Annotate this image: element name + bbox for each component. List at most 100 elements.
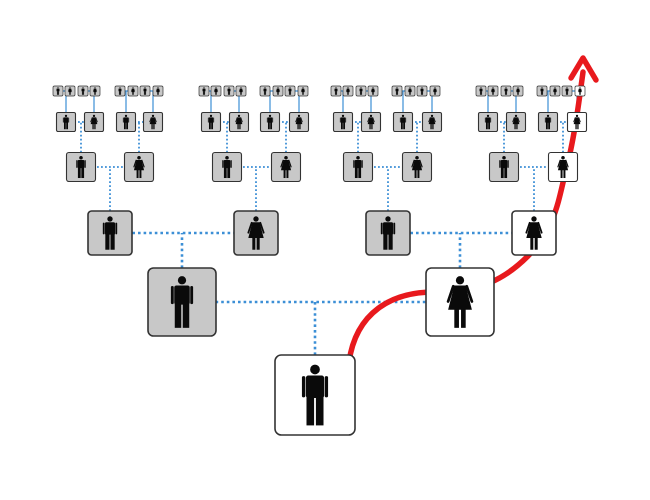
- ancestor-box: [87, 210, 133, 256]
- female-person-icon: [301, 87, 305, 95]
- ancestor-box: [488, 151, 520, 183]
- ancestor-box: [272, 85, 284, 97]
- female-person-icon: [214, 87, 218, 95]
- ancestor-box: [365, 210, 411, 256]
- ancestor-box: [536, 85, 548, 97]
- female-person-icon: [512, 114, 520, 130]
- ancestor-box: [487, 85, 499, 97]
- ancestor-box: [65, 151, 97, 183]
- lineage-ancestor-box: [574, 85, 586, 97]
- ancestor-box: [114, 85, 126, 97]
- female-person-icon: [525, 216, 543, 250]
- female-person-icon: [411, 155, 423, 179]
- ancestor-boxes: [52, 85, 588, 436]
- female-person-icon: [239, 87, 243, 95]
- male-person-icon: [222, 155, 232, 179]
- ancestor-box: [512, 85, 524, 97]
- ancestor-box: [270, 151, 302, 183]
- ancestor-box: [549, 85, 561, 97]
- ancestor-box: [284, 85, 296, 97]
- ancestor-box: [228, 111, 250, 133]
- female-person-icon: [433, 87, 437, 95]
- male-person-icon: [544, 114, 552, 130]
- ancestor-box: [152, 85, 164, 97]
- female-person-icon: [280, 155, 292, 179]
- female-person-icon: [516, 87, 520, 95]
- lineage-ancestor-box: [511, 210, 557, 256]
- female-person-icon: [408, 87, 412, 95]
- male-person-icon: [399, 114, 407, 130]
- female-person-icon: [428, 114, 436, 130]
- ancestor-box: [198, 85, 210, 97]
- male-person-icon: [266, 114, 274, 130]
- female-person-icon: [367, 114, 375, 130]
- male-person-icon: [479, 87, 483, 95]
- ancestor-box: [89, 85, 101, 97]
- male-person-icon: [380, 216, 396, 250]
- ancestor-box: [561, 85, 573, 97]
- ancestor-box: [401, 151, 433, 183]
- ancestor-box: [235, 85, 247, 97]
- lineage-arrow: [346, 55, 599, 365]
- connector-lines: [58, 90, 580, 355]
- ancestor-box: [342, 85, 354, 97]
- male-person-icon: [202, 87, 206, 95]
- female-person-icon: [156, 87, 160, 95]
- connector-line: [388, 231, 534, 268]
- male-person-icon: [359, 87, 363, 95]
- male-person-icon: [334, 87, 338, 95]
- ancestor-box: [259, 85, 271, 97]
- connector-line: [182, 300, 460, 355]
- female-person-icon: [235, 114, 243, 130]
- female-person-icon: [68, 87, 72, 95]
- ancestor-box: [288, 111, 310, 133]
- female-person-icon: [491, 87, 495, 95]
- ancestor-box: [259, 111, 281, 133]
- connector-line: [110, 231, 256, 268]
- ancestor-box: [147, 267, 217, 337]
- ancestor-box: [210, 85, 222, 97]
- lineage-ancestor-box: [566, 111, 588, 133]
- ancestor-box: [142, 111, 164, 133]
- male-person-icon: [301, 364, 329, 426]
- male-person-icon: [395, 87, 399, 95]
- lineage-arrow-path: [346, 69, 586, 365]
- male-person-icon: [143, 87, 147, 95]
- female-person-icon: [578, 87, 582, 95]
- male-person-icon: [62, 114, 70, 130]
- ancestor-box: [77, 85, 89, 97]
- ancestor-box: [233, 210, 279, 256]
- female-person-icon: [90, 114, 98, 130]
- ancestor-box: [404, 85, 416, 97]
- ancestor-box: [360, 111, 382, 133]
- ancestor-box: [115, 111, 137, 133]
- male-person-icon: [122, 114, 130, 130]
- ancestor-box: [200, 111, 222, 133]
- ancestor-box: [297, 85, 309, 97]
- male-person-icon: [353, 155, 363, 179]
- lineage-ancestor-box: [547, 151, 579, 183]
- ancestor-box: [421, 111, 443, 133]
- ancestor-box: [537, 111, 559, 133]
- male-person-icon: [118, 87, 122, 95]
- ancestor-box: [211, 151, 243, 183]
- ancestor-box: [332, 111, 354, 133]
- lineage-ancestor-box: [425, 267, 495, 337]
- arrow-head-icon: [568, 55, 599, 83]
- male-person-icon: [499, 155, 509, 179]
- male-person-icon: [339, 114, 347, 130]
- male-person-icon: [207, 114, 215, 130]
- male-person-icon: [420, 87, 424, 95]
- lineage-ancestor-box: [274, 354, 356, 436]
- female-person-icon: [93, 87, 97, 95]
- female-person-icon: [133, 155, 145, 179]
- ancestor-box: [330, 85, 342, 97]
- ancestor-box: [475, 85, 487, 97]
- female-person-icon: [276, 87, 280, 95]
- female-person-icon: [573, 114, 581, 130]
- male-person-icon: [56, 87, 60, 95]
- male-person-icon: [565, 87, 569, 95]
- male-person-icon: [76, 155, 86, 179]
- female-person-icon: [553, 87, 557, 95]
